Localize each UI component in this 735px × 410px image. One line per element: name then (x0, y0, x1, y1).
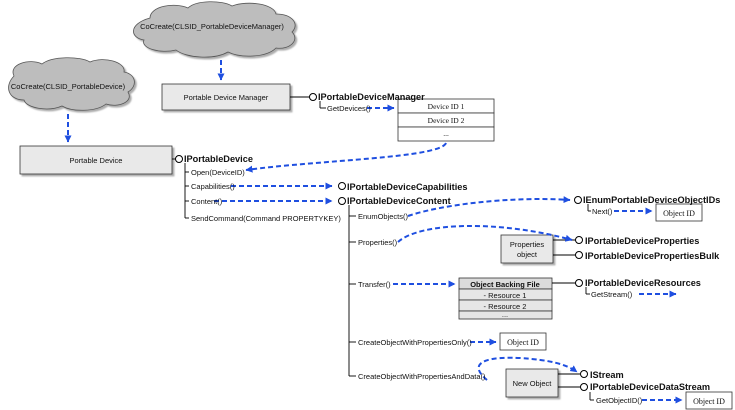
data-stream-iface-circle (580, 383, 588, 391)
device-id-more: ... (443, 129, 449, 138)
device-cloud-label: CoCreate(CLSID_PortableDevice) (11, 82, 126, 91)
properties-iface-circle (575, 236, 583, 244)
stream-iface-circle (580, 370, 588, 378)
resources-iface-circle (575, 279, 583, 287)
arrow-properties (397, 225, 573, 243)
method-create-props-only: CreateObjectWithPropertiesOnly() (358, 338, 472, 347)
new-object-label: New Object (513, 379, 553, 388)
content-iface-circle (338, 197, 346, 205)
backing-resource-more: ... (502, 310, 508, 319)
new-object-box: New Object (505, 368, 559, 398)
iface-properties: IPortableDeviceProperties (585, 236, 699, 246)
iface-content: IPortableDeviceContent (347, 196, 451, 206)
method-transfer: Transfer() (358, 280, 391, 289)
iface-resources: IPortableDeviceResources (585, 278, 701, 288)
device-box: Portable Device (19, 145, 173, 175)
device-iface-circle (175, 155, 183, 163)
manager-cloud: CoCreate(CLSID_PortableDeviceManager) (133, 1, 296, 58)
manager-box-label: Portable Device Manager (184, 93, 269, 102)
capabilities-iface-circle (338, 182, 346, 190)
backing-resource-1: - Resource 1 (484, 291, 527, 300)
device-box-label: Portable Device (70, 156, 123, 165)
object-id-label-enum: Object ID (663, 209, 695, 218)
backing-resource-2: - Resource 2 (484, 302, 527, 311)
method-capabilities: Capabilities() (191, 182, 235, 191)
properties-object-label-2: object (517, 250, 538, 259)
arrow-create-props-data (477, 356, 578, 381)
object-id-label-data-stream: Object ID (693, 397, 725, 406)
object-id-box-props-only: Object ID (499, 332, 547, 351)
iface-properties-bulk: IPortableDevicePropertiesBulk (585, 251, 720, 261)
method-enum-objects: EnumObjects() (358, 212, 409, 221)
manager-iface-circle (309, 93, 317, 101)
method-content: Content() (191, 197, 223, 206)
object-id-box-data-stream: Object ID (685, 391, 733, 410)
object-id-label-props-only: Object ID (507, 338, 539, 347)
method-next: Next() (592, 207, 613, 216)
arrow-deviceid-to-open (245, 142, 447, 173)
iface-stream: IStream (590, 370, 624, 380)
method-get-object-id: GetObjectID() (596, 396, 643, 405)
iface-manager: IPortableDeviceManager (318, 92, 425, 102)
enum-iface-circle (574, 196, 582, 204)
interface-circles (175, 93, 588, 391)
object-id-box-enum: Object ID (655, 203, 703, 222)
method-create-props-data: CreateObjectWithPropertiesAndData() (358, 372, 486, 381)
properties-bulk-iface-circle (575, 251, 583, 259)
device-id-2: Device ID 2 (428, 116, 465, 125)
method-get-stream: GetStream() (591, 290, 633, 299)
method-send-command: SendCommand(Command PROPERTYKEY) (191, 214, 341, 223)
method-properties: Properties() (358, 238, 398, 247)
backing-file-header: Object Backing File (470, 280, 540, 289)
device-cloud: CoCreate(CLSID_PortableDevice) (8, 57, 135, 111)
manager-cloud-label: CoCreate(CLSID_PortableDeviceManager) (140, 22, 284, 31)
method-get-devices: GetDevices() (327, 104, 371, 113)
dashed-arrows (64, 60, 683, 404)
iface-enum: IEnumPortableDeviceObjectIDs (583, 195, 720, 205)
iface-data-stream: IPortableDeviceDataStream (590, 382, 710, 392)
device-id-list: Device ID 1 Device ID 2 ... (397, 98, 495, 142)
method-open: Open(DeviceID) (191, 168, 245, 177)
properties-object-box: Properties object (500, 234, 554, 264)
manager-box: Portable Device Manager (161, 83, 291, 111)
backing-file-table: Object Backing File - Resource 1 - Resou… (458, 277, 553, 320)
iface-capabilities: IPortableDeviceCapabilities (347, 182, 468, 192)
properties-object-label-1: Properties (510, 240, 544, 249)
device-id-1: Device ID 1 (428, 102, 465, 111)
iface-device: IPortableDevice (184, 154, 253, 164)
